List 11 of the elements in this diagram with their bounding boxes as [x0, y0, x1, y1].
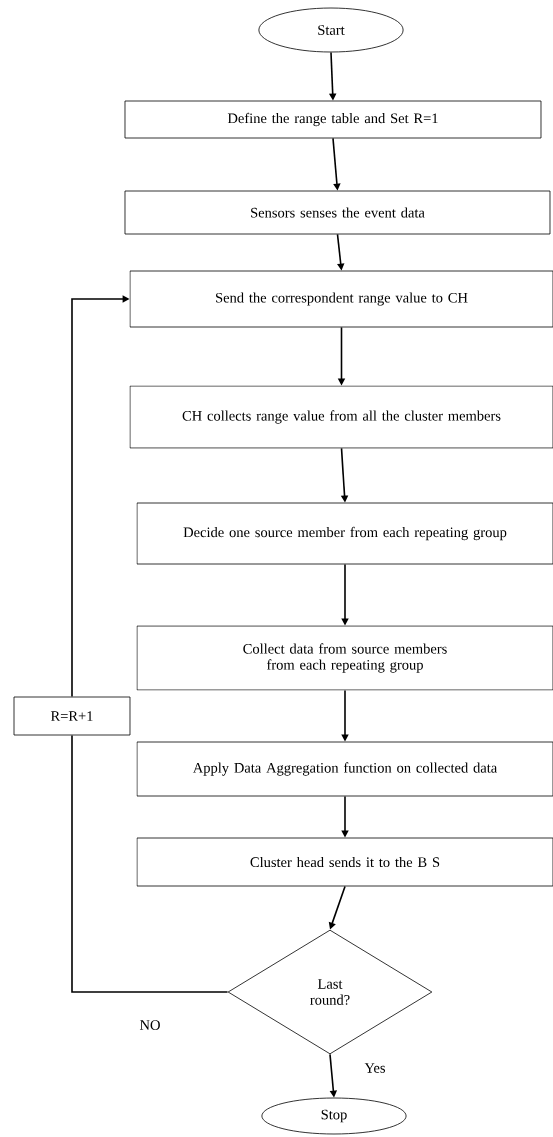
process-box: Collect data from source members from each repeating group	[136, 625, 553, 691]
edge-label: Yes	[363, 1062, 387, 1074]
process-box: CH collects range value from all the cluster members	[129, 385, 553, 449]
process-box: R=R+1	[13, 696, 131, 736]
process-box: Sensors senses the event data	[124, 190, 551, 235]
edge-label: NO	[138, 1019, 162, 1031]
process-box: Apply Data Aggregation function on collected data	[136, 741, 553, 797]
process-box: Send the correspondent range value to CH	[129, 270, 553, 328]
process-box: Decide one source member from each repeating group	[136, 502, 553, 565]
process-box: Define the range table and Set R=1	[124, 100, 542, 139]
process-box: Cluster head sends it to the B S	[136, 837, 553, 887]
